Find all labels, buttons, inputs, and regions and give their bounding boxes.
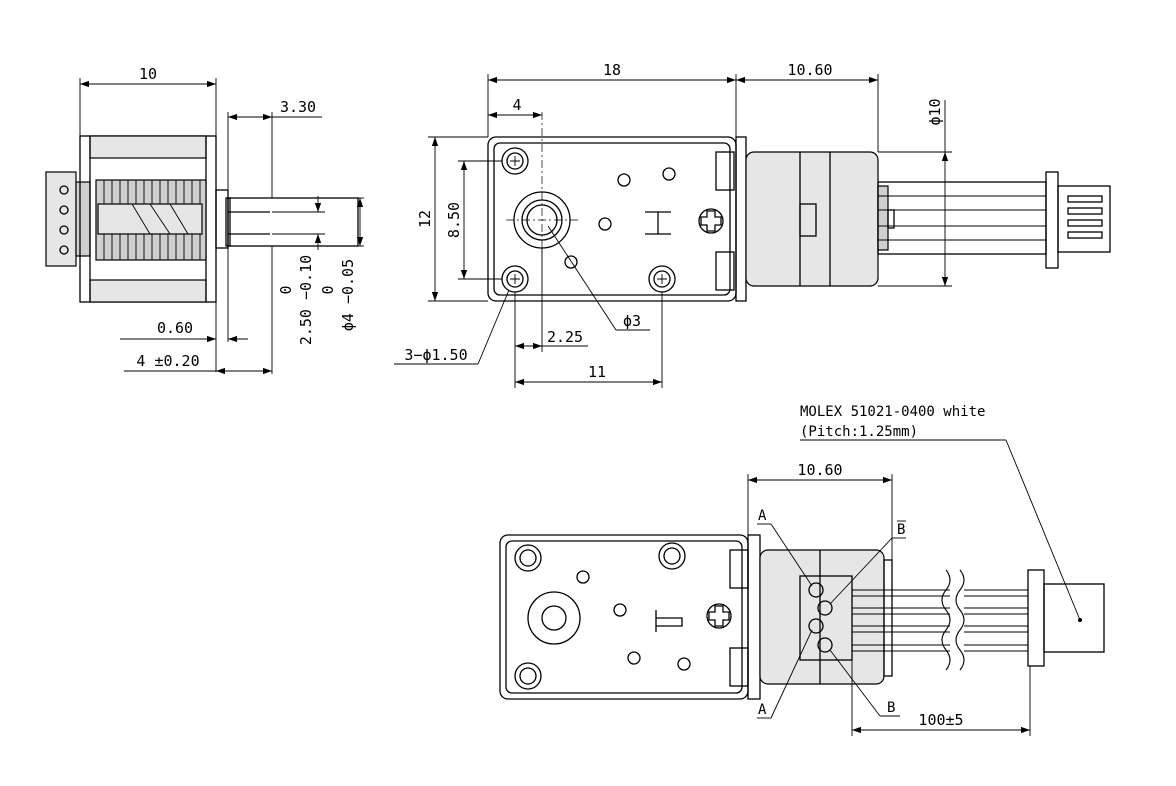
- dim-bore-offset: 2.25: [547, 328, 583, 346]
- pin-b-bottom: B: [887, 700, 895, 716]
- dim-shaft-zero: 0: [319, 285, 337, 294]
- dim-motor-length: 10.60: [787, 61, 832, 79]
- pin-b-top: B: [897, 522, 905, 538]
- front-view: [487, 112, 1111, 302]
- dim-motor-dia: ϕ10: [926, 98, 944, 125]
- dim-hole-spacing-h: 11: [588, 363, 606, 381]
- dim-flange: 0.60: [157, 319, 193, 337]
- dim-front-width: 18: [603, 61, 621, 79]
- front-view-dimensions: 18 10.60 ϕ10 4 12 8.50 ϕ3 2.25 11 3−ϕ1.5: [394, 61, 952, 388]
- dim-flat-zero: 0: [277, 285, 295, 294]
- dim-hole-offset: 4: [512, 96, 521, 114]
- rear-view: [499, 534, 1105, 700]
- pin-a-top: A: [758, 508, 767, 524]
- pin-a-bottom: A: [758, 702, 767, 718]
- side-view: [45, 135, 359, 303]
- connector-label-line2: (Pitch:1.25mm): [800, 424, 918, 440]
- dim-cable-length: 100±5: [918, 711, 963, 729]
- dim-flat: 2.50 −0.10: [297, 255, 315, 345]
- dim-bore-dia: ϕ3: [623, 312, 641, 330]
- dim-rear-motor-length: 10.60: [797, 461, 842, 479]
- dim-mount-holes: 3−ϕ1.50: [404, 346, 467, 364]
- dim-hole-spacing-v: 8.50: [445, 202, 463, 238]
- rear-view-dimensions: 10.60 100±5 MOLEX 51021-0400 white (Pitc…: [747, 404, 1081, 736]
- dim-front-height: 12: [416, 210, 434, 228]
- dim-shaft-dia: ϕ4 −0.05: [339, 259, 357, 331]
- dim-shaft-length: 3.30: [280, 98, 316, 116]
- connector-label-line1: MOLEX 51021-0400 white: [800, 404, 985, 420]
- side-view-dimensions: 10 3.30 0 2.50 −0.10 0 ϕ4 −0.05 0.60 4 ±…: [79, 65, 364, 375]
- dim-side-width: 10: [139, 65, 157, 83]
- dim-shaft-offset: 4 ±0.20: [136, 352, 199, 370]
